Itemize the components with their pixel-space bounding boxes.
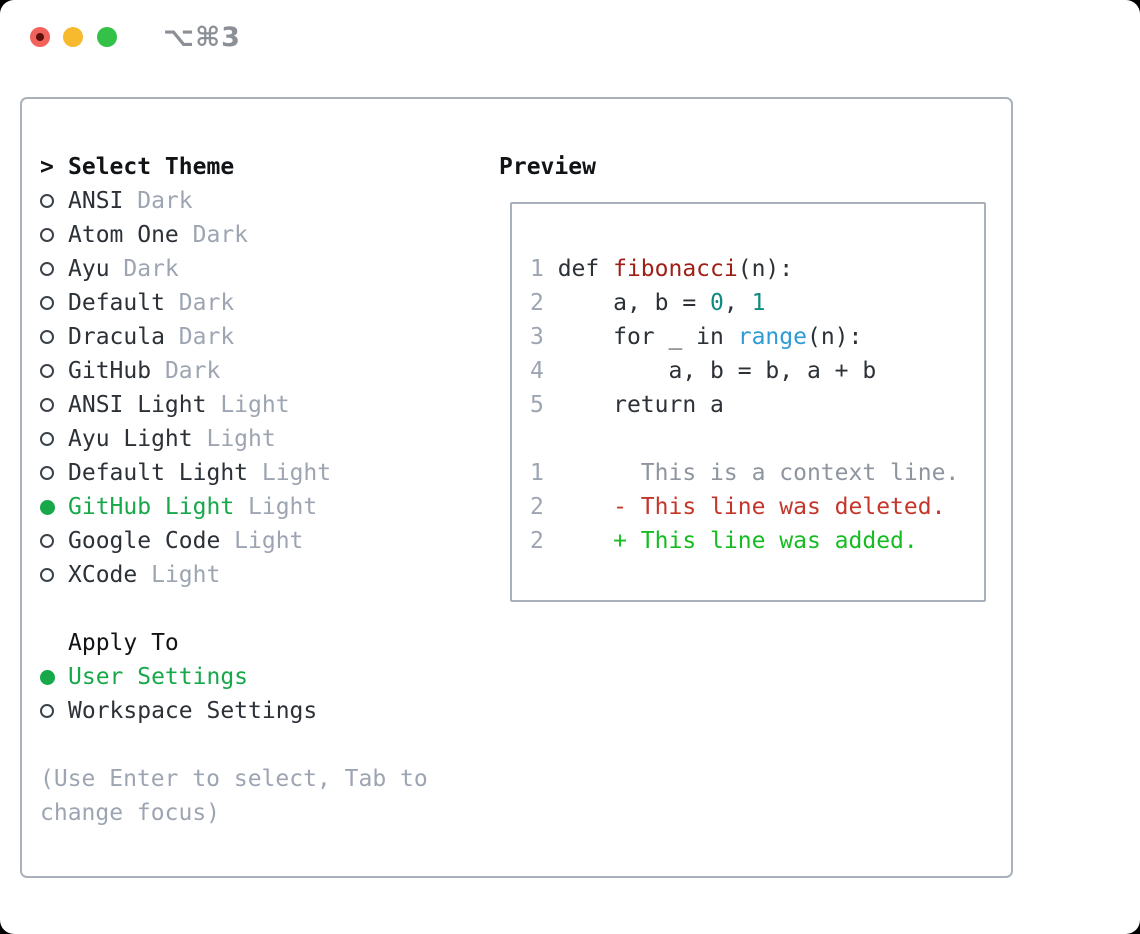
option-variant: Dark (178, 324, 235, 350)
line-number: 5 (530, 392, 558, 418)
option-variant: Dark (137, 188, 193, 214)
spacer (40, 728, 470, 762)
option-variant: Light (151, 562, 221, 588)
code-token-numlit: 1 (751, 290, 766, 316)
option-label: User Settings (68, 664, 249, 690)
apply-to-title: Apply To (68, 630, 179, 656)
radio-icon (40, 568, 54, 582)
close-button[interactable] (30, 27, 50, 47)
radio-icon (40, 364, 54, 378)
option-label: Google Code (68, 528, 235, 554)
radio-icon (40, 534, 54, 548)
option-variant: Dark (123, 256, 179, 282)
option-label: Default (68, 290, 179, 316)
radio-icon (40, 432, 54, 446)
theme-option-github-light[interactable]: GitHub Light Light (40, 490, 470, 524)
code-token-context: This is a context line. (557, 460, 960, 486)
code-token-fg: return a (557, 392, 724, 418)
line-number: 2 (530, 494, 558, 520)
code-token-numlit: 0 (710, 290, 724, 316)
radio-selected-icon (40, 499, 55, 515)
minimize-button[interactable] (63, 27, 83, 47)
theme-option-atom-one[interactable]: Atom One Dark (40, 218, 470, 252)
select-theme-header: > Select Theme (40, 150, 470, 184)
theme-option-dracula[interactable]: Dracula Dark (40, 320, 470, 354)
option-label: ANSI (68, 188, 138, 214)
option-label: Default Light (68, 460, 262, 486)
radio-icon (40, 262, 54, 276)
code-token-fg: (n): (806, 324, 863, 350)
option-variant: Light (206, 426, 276, 452)
option-label: GitHub Light (68, 494, 249, 520)
apply-option-workspace-settings[interactable]: Workspace Settings (40, 694, 470, 728)
preview-title: Preview (499, 154, 596, 180)
theme-option-ayu[interactable]: Ayu Dark (40, 252, 470, 286)
apply-to-header: Apply To (40, 626, 470, 660)
code-token-added: + This line was added. (557, 528, 918, 554)
code-token-fg: def (557, 256, 614, 282)
option-variant: Light (248, 494, 318, 520)
radio-icon (40, 296, 54, 310)
option-label: GitHub (68, 358, 165, 384)
option-label: ANSI Light (68, 392, 221, 418)
code-token-fg: a, b = b, a + b (557, 358, 877, 384)
option-variant: Dark (178, 290, 235, 316)
line-number: 1 (530, 460, 558, 486)
theme-option-default-light[interactable]: Default Light Light (40, 456, 470, 490)
option-label: Ayu Light (68, 426, 207, 452)
option-variant: Dark (192, 222, 249, 248)
code-token-fg: , (723, 290, 752, 316)
theme-option-default[interactable]: Default Dark (40, 286, 470, 320)
radio-icon (40, 398, 54, 412)
theme-option-ayu-light[interactable]: Ayu Light Light (40, 422, 470, 456)
prompt-icon: > (40, 154, 54, 180)
option-label: Workspace Settings (68, 698, 318, 724)
radio-icon (40, 194, 54, 208)
code-token-fg: a, b = (557, 290, 711, 316)
theme-option-xcode[interactable]: XCode Light (40, 558, 470, 592)
option-label: Atom One (68, 222, 193, 248)
maximize-button[interactable] (97, 27, 117, 47)
line-number: 2 (530, 290, 558, 316)
theme-option-ansi[interactable]: ANSI Dark (40, 184, 470, 218)
radio-selected-icon (40, 669, 55, 685)
radio-icon (40, 704, 54, 718)
theme-option-github[interactable]: GitHub Dark (40, 354, 470, 388)
apply-option-user-settings[interactable]: User Settings (40, 660, 470, 694)
option-variant: Light (261, 460, 332, 486)
option-label: Ayu (68, 256, 124, 282)
theme-option-google-code[interactable]: Google Code Light (40, 524, 470, 558)
line-number: 4 (530, 358, 558, 384)
code-token-fg: (n): (737, 256, 794, 282)
code-token-fg: for _ in (557, 324, 738, 350)
line-number: 3 (530, 324, 558, 350)
radio-icon (40, 228, 54, 242)
titlebar: ⌥⌘3 (0, 0, 1140, 75)
keyboard-hint: (Use Enter to select, Tab to change focu… (40, 766, 428, 826)
theme-option-ansi-light[interactable]: ANSI Light Light (40, 388, 470, 422)
preview-box: 1 def fibonacci(n): 2 a, b = 0, 1 3 for … (510, 202, 986, 602)
radio-icon (40, 330, 54, 344)
line-number: 2 (530, 528, 558, 554)
code-token-builtin: range (737, 324, 807, 350)
window-title: ⌥⌘3 (163, 22, 241, 53)
option-label: XCode (68, 562, 152, 588)
code-preview: 1 def fibonacci(n): 2 a, b = 0, 1 3 for … (512, 204, 984, 558)
option-variant: Dark (164, 358, 221, 384)
option-label: Dracula (68, 324, 179, 350)
code-token-deleted: - This line was deleted. (557, 494, 946, 520)
radio-icon (40, 466, 54, 480)
spacer (40, 592, 470, 626)
option-variant: Light (234, 528, 304, 554)
code-token-func: fibonacci (613, 256, 738, 282)
option-variant: Light (220, 392, 290, 418)
line-number: 1 (530, 256, 558, 282)
select-theme-title: Select Theme (68, 154, 235, 180)
